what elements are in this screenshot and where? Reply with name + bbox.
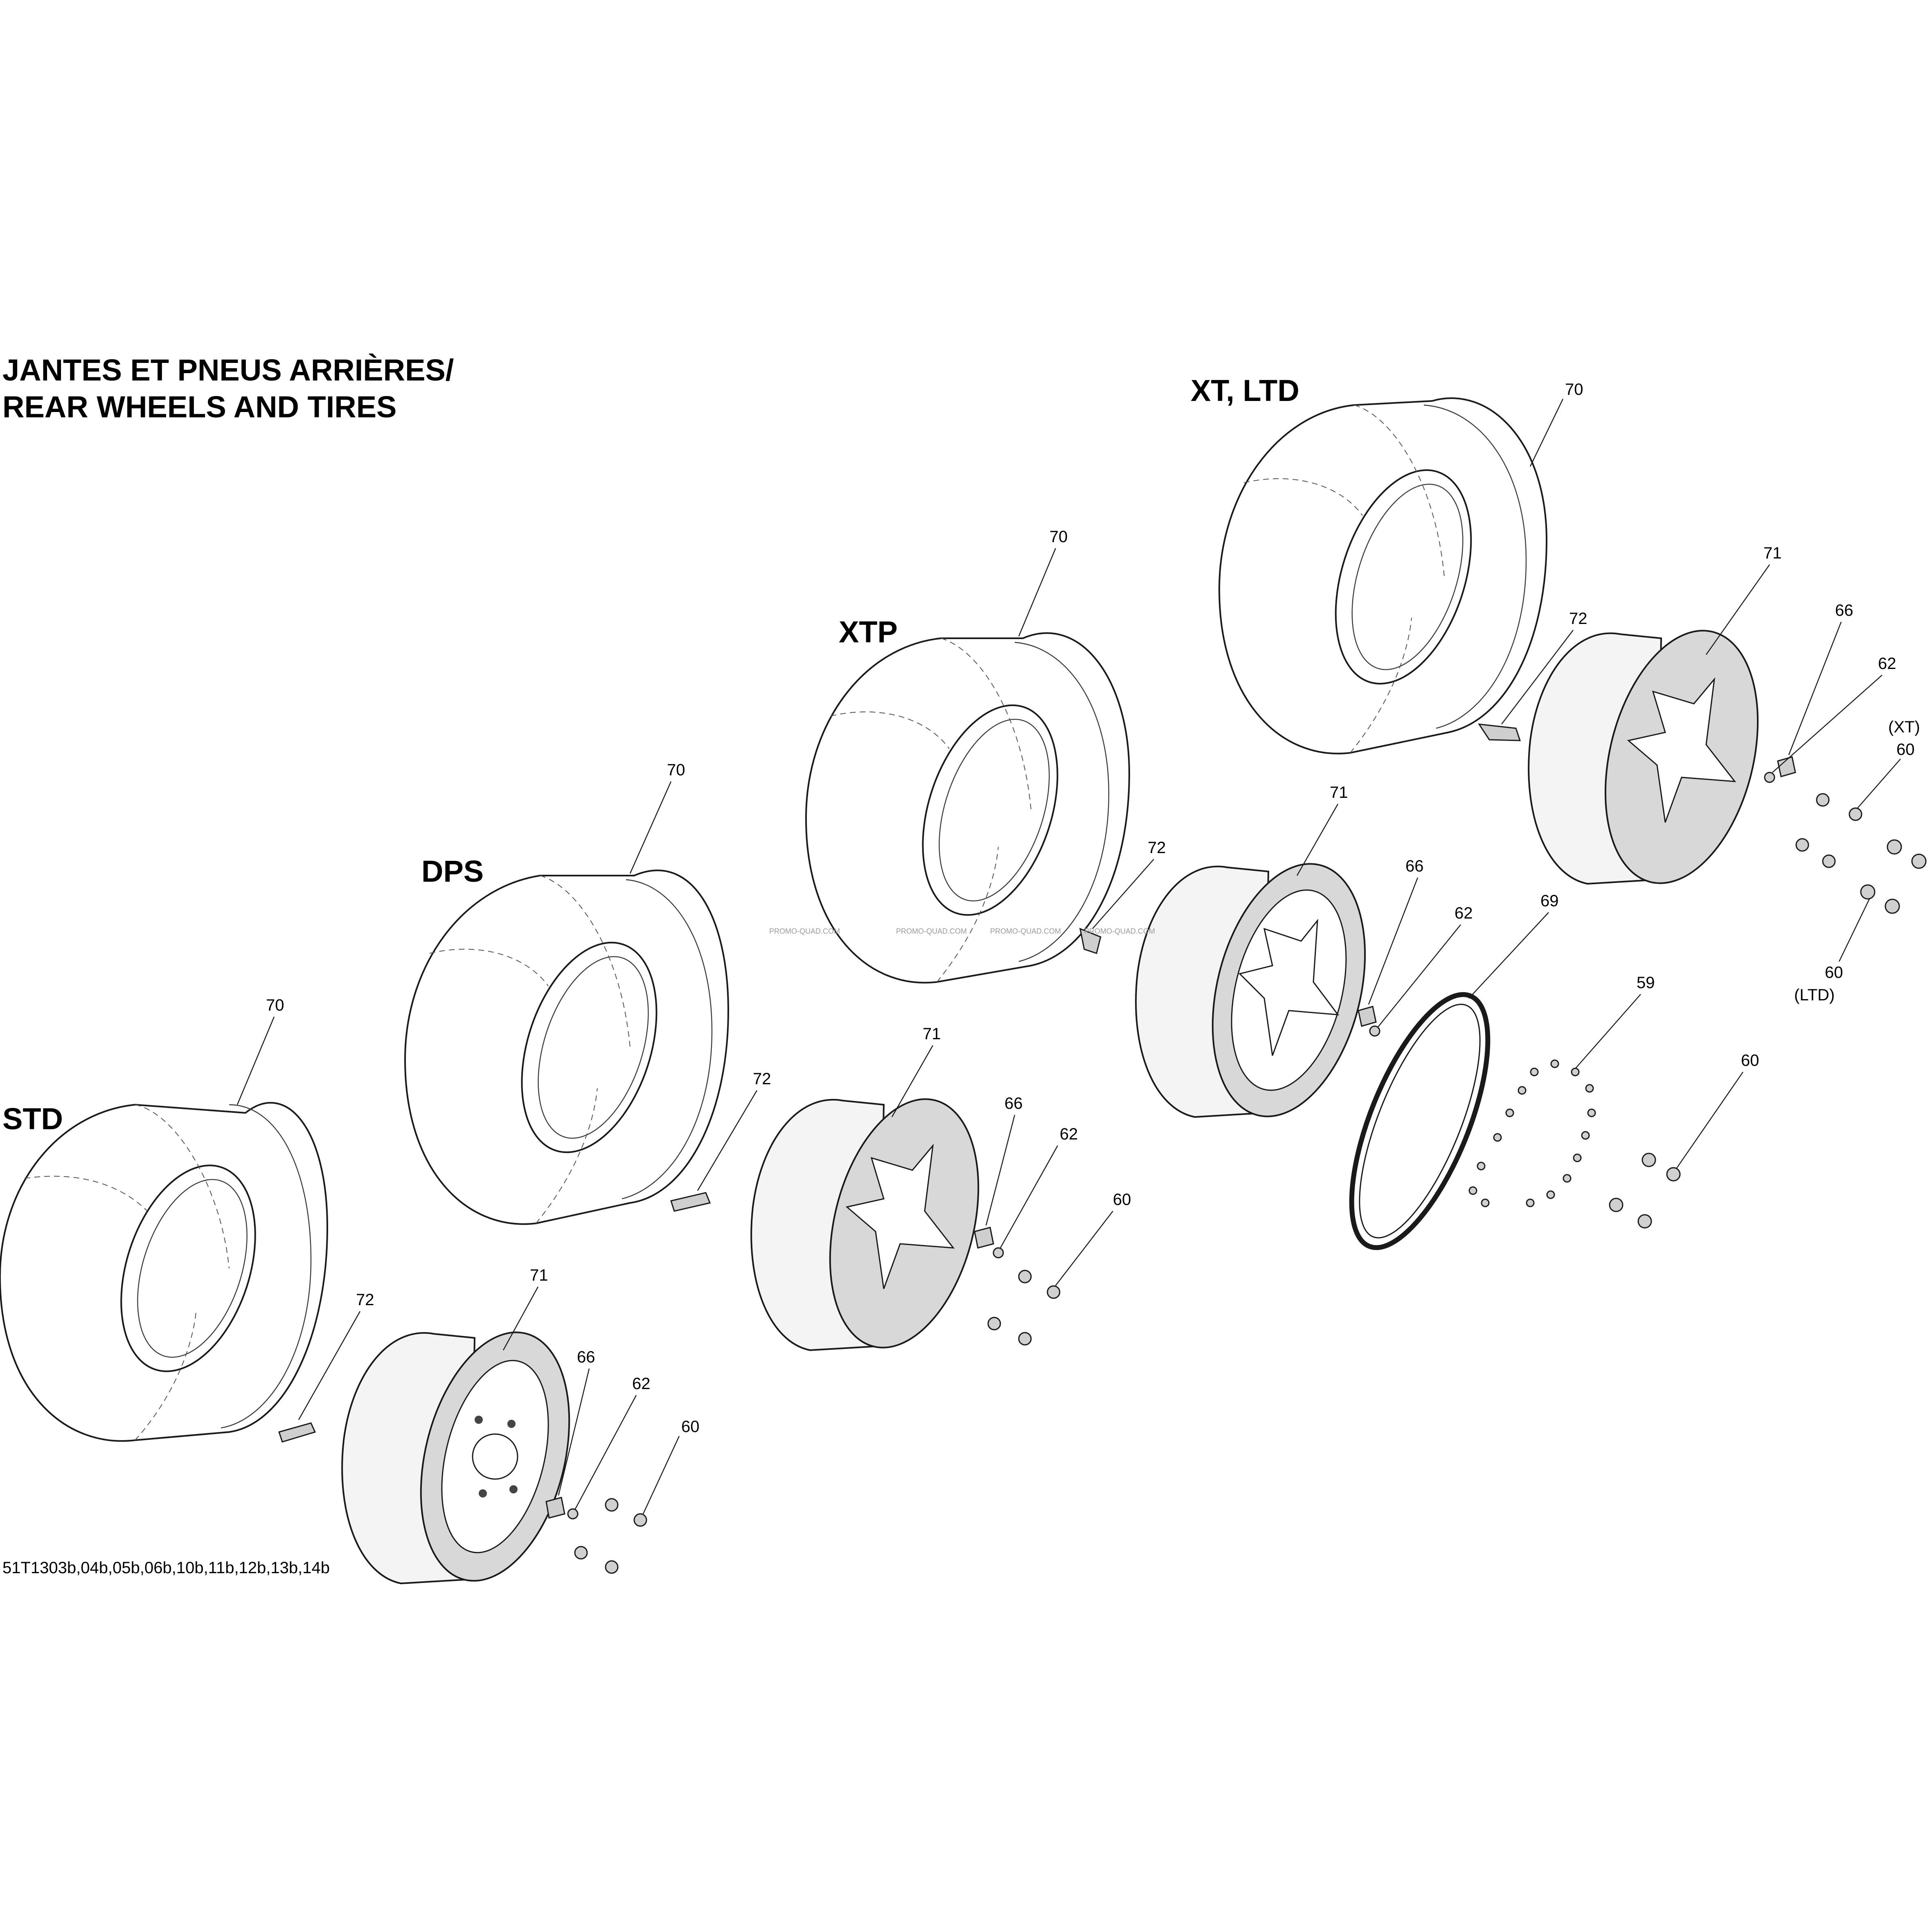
callout-ltd-wheel-nut-label: (LTD) xyxy=(1794,986,1835,1004)
xt-ltd-valve-stem xyxy=(1477,723,1521,741)
callout-std-rim: 71 xyxy=(530,1266,548,1284)
callout-dps-valve-stem: 72 xyxy=(753,1070,771,1088)
callout-xt-wheel-nut-label: (XT) xyxy=(1888,718,1920,736)
title-line-english: REAR WHEELS AND TIRES xyxy=(2,390,396,424)
xtp-rim xyxy=(1135,863,1366,1118)
variant-label-dps: DPS xyxy=(421,854,484,888)
callout-dps-rim: 71 xyxy=(923,1025,941,1043)
std-part-62 xyxy=(567,1508,579,1520)
callout-dps-tire: 70 xyxy=(667,761,685,779)
watermark-1: PROMO-QUAD.COM xyxy=(769,927,840,935)
callout-std-wheel-nut: 60 xyxy=(681,1418,700,1436)
callout-xt-ltd-rim: 71 xyxy=(1763,544,1782,562)
dps-tire xyxy=(404,869,730,1225)
callout-std-part-62: 62 xyxy=(632,1375,651,1393)
dps-assembly: DPS 70 72 71 66 62 xyxy=(404,761,1131,1351)
callout-ltd-wheel-nut: 60 xyxy=(1825,964,1843,982)
xtp-assembly: XTP 70 72 71 66 62 xyxy=(805,528,1759,1250)
xtp-tire xyxy=(805,632,1130,984)
callout-dps-part-62: 62 xyxy=(1060,1125,1078,1143)
watermark-2: PROMO-QUAD.COM xyxy=(896,927,967,935)
dps-part-62 xyxy=(993,1247,1004,1259)
title-line-french: JANTES ET PNEUS ARRIÈRES/ xyxy=(2,353,454,387)
watermarks: PROMO-QUAD.COM PROMO-QUAD.COM PROMO-QUAD… xyxy=(769,927,1155,935)
callout-std-valve-stem: 72 xyxy=(356,1291,374,1309)
callout-xt-wheel-nut: 60 xyxy=(1896,741,1915,759)
callout-xt-ltd-part-62: 62 xyxy=(1878,655,1896,673)
std-part-66 xyxy=(545,1497,565,1519)
callout-xtp-valve-stem: 72 xyxy=(1148,839,1166,857)
callout-xtp-beadlock-ring: 69 xyxy=(1540,892,1559,910)
callout-xtp-rim: 71 xyxy=(1330,784,1348,802)
callout-xt-ltd-tire: 70 xyxy=(1565,381,1583,399)
callout-std-tire: 70 xyxy=(266,996,284,1014)
xtp-part-66 xyxy=(1358,1006,1377,1027)
xtp-beadlock-ring xyxy=(1349,992,1491,1250)
xtp-screws xyxy=(1468,1059,1596,1207)
variant-label-std: STD xyxy=(2,1102,63,1136)
dps-part-66 xyxy=(974,1227,994,1249)
callout-xt-ltd-part-66: 66 xyxy=(1835,601,1853,619)
xt-ltd-tire xyxy=(1218,397,1548,754)
xt-wheel-nuts xyxy=(1795,793,1862,868)
callout-xtp-wheel-nut: 60 xyxy=(1741,1052,1759,1070)
std-valve-stem xyxy=(278,1422,316,1443)
watermark-4: PROMO-QUAD.COM xyxy=(1084,927,1155,935)
xt-ltd-rim xyxy=(1528,630,1759,885)
std-wheel-nuts xyxy=(574,1498,647,1574)
ltd-wheel-nuts xyxy=(1860,839,1927,914)
xt-ltd-part-62 xyxy=(1764,772,1775,783)
callout-xtp-part-66: 66 xyxy=(1405,857,1424,875)
callout-xtp-tire: 70 xyxy=(1049,528,1068,546)
callout-std-part-66: 66 xyxy=(577,1348,595,1366)
callout-xt-ltd-valve-stem: 72 xyxy=(1569,610,1587,628)
callout-xtp-part-62: 62 xyxy=(1455,904,1473,922)
watermark-3: PROMO-QUAD.COM xyxy=(990,927,1061,935)
dps-rim xyxy=(750,1098,980,1351)
variant-label-xtp: XTP xyxy=(839,615,898,649)
diagram-reference-code: 51T1303b,04b,05b,06b,10b,11b,12b,13b,14b xyxy=(2,1559,330,1577)
callout-dps-part-66: 66 xyxy=(1004,1094,1023,1112)
xtp-valve-stem xyxy=(1079,928,1101,954)
xt-ltd-assembly: XT, LTD 70 72 71 66 62 xyxy=(1191,374,1927,1004)
dps-wheel-nuts xyxy=(987,1270,1061,1346)
diagram-title: JANTES ET PNEUS ARRIÈRES/ REAR WHEELS AN… xyxy=(2,353,454,424)
callout-dps-wheel-nut: 60 xyxy=(1113,1191,1131,1209)
std-assembly: STD 70 72 71 xyxy=(0,996,700,1585)
dps-valve-stem xyxy=(670,1192,711,1212)
xtp-wheel-nuts xyxy=(1609,1153,1681,1229)
xtp-part-62 xyxy=(1369,1025,1380,1037)
xt-ltd-part-66 xyxy=(1777,756,1796,777)
std-rim xyxy=(341,1331,570,1585)
variant-label-xt-ltd: XT, LTD xyxy=(1191,374,1299,408)
callout-xtp-screw: 59 xyxy=(1637,974,1655,992)
std-tire xyxy=(0,1102,329,1442)
